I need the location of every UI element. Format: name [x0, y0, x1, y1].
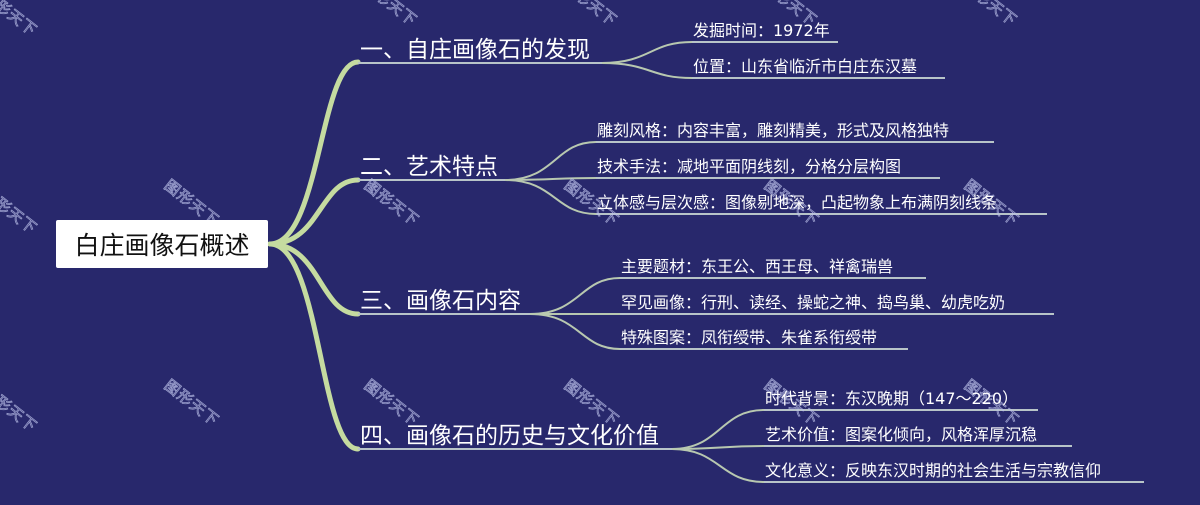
connector-root-branch-3	[267, 241, 361, 317]
branch-topic-value[interactable]: 四、画像石的历史与文化价值	[360, 423, 659, 449]
subtopic-main-themes[interactable]: 主要题材：东王公、西王母、祥禽瑞兽	[621, 257, 894, 276]
subtopic-special-patterns[interactable]: 特殊图案：凤衔绶带、朱雀系衔绶带	[621, 328, 878, 347]
subtopic-location[interactable]: 位置：山东省临沂市白庄东汉墓	[693, 57, 918, 76]
subtopic-excavation-time[interactable]: 发掘时间：1972年	[693, 21, 830, 40]
branch-topic-discovery[interactable]: 一、自庄画像石的发现	[360, 37, 590, 63]
connector-root-branch-4	[267, 241, 361, 452]
subtopic-technique[interactable]: 技术手法：减地平面阴线刻，分格分层构图	[597, 157, 902, 176]
root-topic-label: 白庄画像石概述	[74, 231, 250, 260]
subtopic-era[interactable]: 时代背景：东汉晚期（147～220）	[765, 389, 1019, 408]
root-topic[interactable]: 白庄画像石概述	[56, 220, 268, 268]
subtopic-rare-images[interactable]: 罕见画像：行刑、读经、操蛇之神、捣鸟巢、幼虎吃奶	[621, 293, 1006, 312]
connector-root-branch-1	[267, 59, 361, 247]
branch-topic-art-features[interactable]: 二、艺术特点	[360, 154, 498, 180]
branch-topic-content[interactable]: 三、画像石内容	[360, 288, 521, 314]
subtopic-cultural-meaning[interactable]: 文化意义：反映东汉时期的社会生活与宗教信仰	[765, 461, 1102, 480]
subtopic-artistic-value[interactable]: 艺术价值：图案化倾向，风格浑厚沉稳	[765, 425, 1038, 444]
subtopic-carving-style[interactable]: 雕刻风格：内容丰富，雕刻精美，形式及风格独特	[597, 121, 950, 140]
connector-root-branch-2	[267, 177, 361, 247]
subtopic-depth-layering[interactable]: 立体感与层次感：图像剔地深，凸起物象上布满阴刻线条	[597, 193, 998, 212]
